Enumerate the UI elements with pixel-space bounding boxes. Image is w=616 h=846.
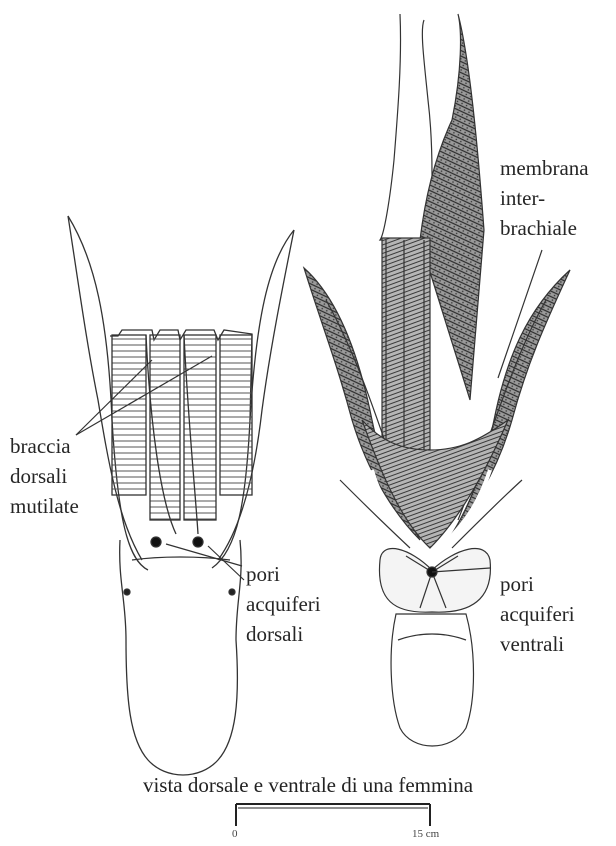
label-pori-ventrali-line1: pori (500, 571, 534, 597)
label-pori-dorsali-line2: acquiferi (246, 591, 321, 617)
label-pori-ventrali-line3: ventrali (500, 631, 564, 657)
label-pori-dorsali-line3: dorsali (246, 621, 303, 647)
label-membrana-line1: membrana (500, 155, 589, 181)
label-pori-ventrali-line2: acquiferi (500, 601, 575, 627)
scale-start-label: 0 (232, 828, 238, 840)
scale-bar (236, 804, 430, 826)
label-braccia-line2: dorsali (10, 463, 67, 489)
scale-end-label: 15 cm (412, 828, 439, 840)
figure-caption: vista dorsale e ventrale di una femmina (0, 773, 616, 798)
label-membrana-line2: inter- (500, 185, 545, 211)
label-pori-dorsali-line1: pori (246, 561, 280, 587)
dorsal-view-drawing (68, 216, 294, 775)
label-braccia-line1: braccia (10, 433, 71, 459)
label-braccia-line3: mutilate (10, 493, 79, 519)
label-membrana-line3: brachiale (500, 215, 577, 241)
